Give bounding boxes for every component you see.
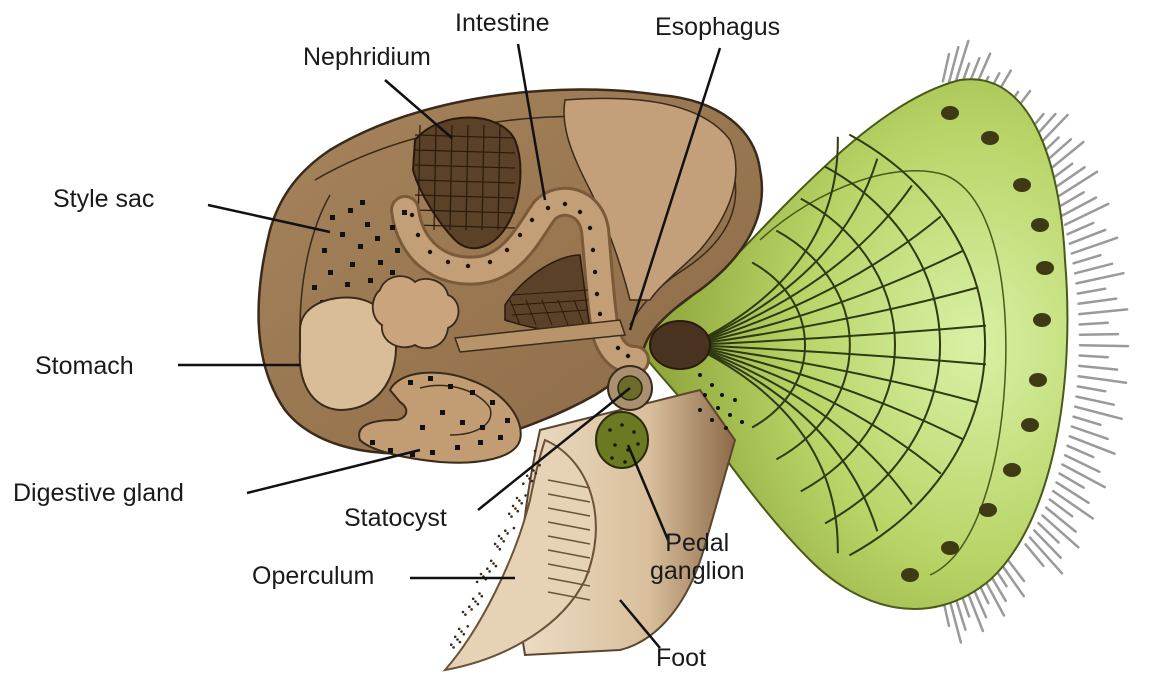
label-operculum: Operculum: [252, 563, 374, 591]
label-esophagus: Esophagus: [655, 14, 780, 42]
label-nephridium: Nephridium: [303, 44, 431, 72]
label-intestine: Intestine: [455, 10, 550, 38]
leader-digestive-gland: [247, 450, 420, 493]
label-pedal-ganglion-line2: ganglion: [650, 558, 745, 586]
label-statocyst: Statocyst: [344, 505, 447, 533]
label-style-sac: Style sac: [53, 186, 154, 214]
label-pedal-ganglion-line1: Pedal: [650, 530, 745, 558]
label-pedal-ganglion: Pedal ganglion: [650, 530, 745, 585]
mouth-opening: [650, 321, 710, 369]
label-digestive-gland: Digestive gland: [13, 480, 184, 508]
pedal-ganglion: [596, 412, 648, 468]
label-foot: Foot: [656, 645, 706, 673]
label-stomach: Stomach: [35, 353, 134, 381]
